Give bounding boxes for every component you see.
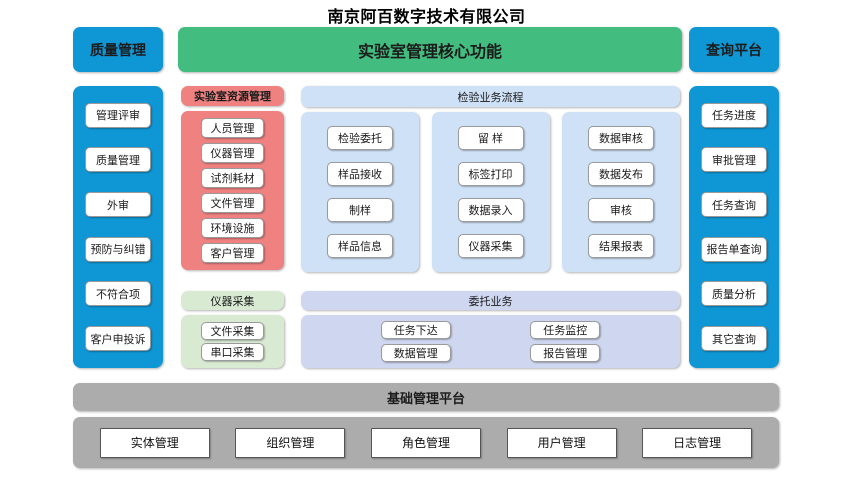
process-item-zhiyang[interactable]: 制样 [327, 198, 393, 222]
left-panel-body: 管理评审 质量管理 外审 预防与纠错 不符合项 客户申投诉 [73, 86, 163, 368]
process-item-shujushenhe[interactable]: 数据审核 [588, 126, 654, 150]
right-panel-header[interactable]: 查询平台 [689, 27, 779, 72]
resource-item-renyuanguanli[interactable]: 人员管理 [201, 118, 264, 139]
sidebar-item-bufuheixiang[interactable]: 不符合项 [85, 281, 151, 307]
sidebar-item-zhiliangguanli[interactable]: 质量管理 [85, 147, 151, 173]
page-title: 南京阿百数字技术有限公司 [327, 9, 526, 26]
left-panel-header[interactable]: 质量管理 [73, 27, 163, 72]
process-item-shenhe[interactable]: 审核 [588, 198, 654, 222]
process-item-shujuluru[interactable]: 数据录入 [457, 198, 524, 222]
process-item-jianyanweituo[interactable]: 检验委托 [327, 126, 393, 150]
process-item-jieguobaobiao[interactable]: 结果报表 [588, 234, 654, 258]
sidebar-item-shenpiguanli[interactable]: 审批管理 [701, 147, 767, 173]
entrust-panel-body: 任务下达 任务监控 数据管理 报告管理 [301, 315, 680, 368]
process-column-3: 数据审核 数据发布 审核 结果报表 [562, 112, 680, 272]
resource-item-wenjianguanli[interactable]: 文件管理 [201, 192, 264, 213]
sidebar-item-qitachaxun[interactable]: 其它查询 [701, 326, 767, 352]
platform-item-yonghuguanli[interactable]: 用户管理 [506, 427, 617, 458]
instrument-panel-header[interactable]: 仪器采集 [181, 291, 284, 310]
sidebar-item-renwujindu[interactable]: 任务进度 [701, 102, 767, 128]
resource-panel-body: 人员管理 仪器管理 试剂耗材 文件管理 环境设施 客户管理 [181, 111, 284, 270]
resource-panel-header[interactable]: 实验室资源管理 [181, 86, 284, 106]
process-panel-header[interactable]: 检验业务流程 [301, 86, 680, 107]
sidebar-item-baogaodanchaxun[interactable]: 报告单查询 [701, 236, 767, 262]
resource-item-yiqiguanli[interactable]: 仪器管理 [201, 143, 264, 164]
sidebar-item-zhiliangfenxi[interactable]: 质量分析 [701, 281, 767, 307]
platform-item-zuzhiguanli[interactable]: 组织管理 [235, 427, 346, 458]
platform-panel-body: 实体管理 组织管理 角色管理 用户管理 日志管理 [73, 417, 779, 468]
right-panel-body: 任务进度 审批管理 任务查询 报告单查询 质量分析 其它查询 [689, 86, 779, 368]
sidebar-item-renwuchaxun[interactable]: 任务查询 [701, 192, 767, 218]
core-function-banner[interactable]: 实验室管理核心功能 [178, 27, 682, 72]
instrument-panel-body: 文件采集 串口采集 [181, 315, 284, 368]
process-column-1: 检验委托 样品接收 制样 样品信息 [301, 112, 419, 272]
platform-item-rizhiguanli[interactable]: 日志管理 [642, 427, 753, 458]
entrust-item-renwujiankong[interactable]: 任务监控 [530, 321, 601, 340]
resource-item-kehuguanli[interactable]: 客户管理 [201, 242, 264, 263]
resource-item-huanjingsheshi[interactable]: 环境设施 [201, 217, 264, 238]
sidebar-item-kehushentousu[interactable]: 客户申投诉 [85, 326, 151, 352]
process-item-yiqicaiji[interactable]: 仪器采集 [457, 234, 524, 258]
process-item-biaoqiandayin[interactable]: 标签打印 [457, 162, 524, 186]
process-column-2: 留 样 标签打印 数据录入 仪器采集 [431, 112, 550, 272]
process-item-shujufabu[interactable]: 数据发布 [588, 162, 654, 186]
entrust-panel-header[interactable]: 委托业务 [301, 291, 680, 310]
process-item-yangpinxinxi[interactable]: 样品信息 [327, 234, 393, 258]
resource-item-shijihaocai[interactable]: 试剂耗材 [201, 168, 264, 189]
platform-item-shitiguanli[interactable]: 实体管理 [99, 427, 210, 458]
instrument-item-wenjiancaiji[interactable]: 文件采集 [201, 321, 264, 340]
entrust-item-renwuxiada[interactable]: 任务下达 [380, 321, 451, 340]
sidebar-item-waishen[interactable]: 外审 [85, 192, 151, 218]
entrust-item-shujuguanli[interactable]: 数据管理 [380, 343, 451, 362]
entrust-item-baogaoguanli[interactable]: 报告管理 [530, 343, 601, 362]
instrument-item-chuankoucaiji[interactable]: 串口采集 [201, 343, 264, 362]
sidebar-item-guanlipingshen[interactable]: 管理评审 [85, 102, 151, 128]
platform-panel-header[interactable]: 基础管理平台 [73, 383, 779, 411]
process-panel-body: 检验委托 样品接收 制样 样品信息 留 样 标签打印 数据录入 仪器采集 数据审… [301, 112, 680, 272]
sidebar-item-yufangyujiucuo[interactable]: 预防与纠错 [85, 236, 151, 262]
process-item-liuyang[interactable]: 留 样 [457, 126, 524, 150]
platform-item-jiaoseguanli[interactable]: 角色管理 [370, 427, 481, 458]
process-item-yangpinjieshou[interactable]: 样品接收 [327, 162, 393, 186]
